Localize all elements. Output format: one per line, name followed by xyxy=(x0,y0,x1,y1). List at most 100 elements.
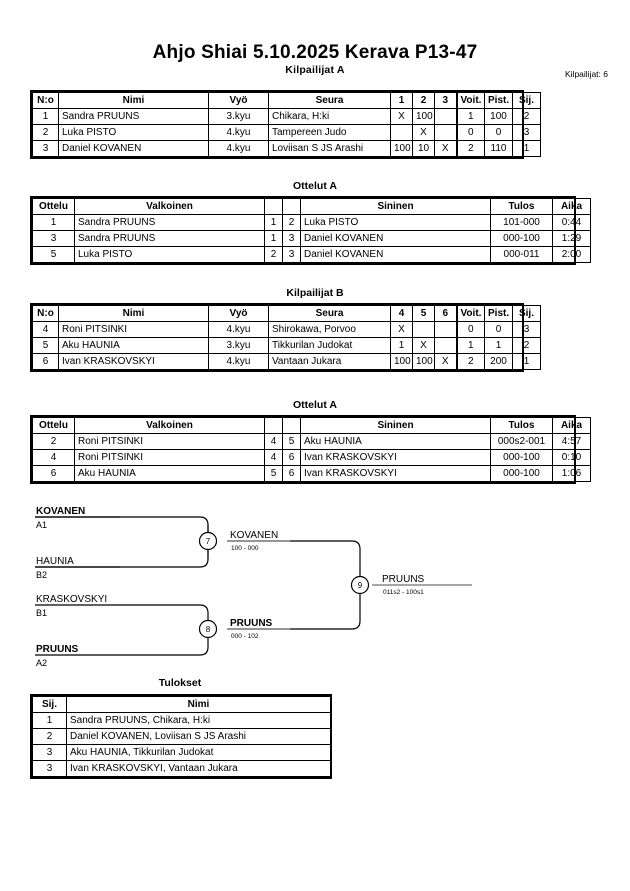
col-wins: Voit. xyxy=(455,305,485,322)
cell-no: 6 xyxy=(32,353,59,370)
cell-belt: 3.kyu xyxy=(208,337,269,354)
cell-match-2: X xyxy=(412,124,435,141)
results-caption: Tulokset xyxy=(158,677,202,689)
cell-no: 1 xyxy=(32,108,59,125)
cell-blue: Aku HAUNIA xyxy=(300,433,491,450)
cell-blue-no: 3 xyxy=(282,230,301,247)
cell-belt: 3.kyu xyxy=(208,108,269,125)
cell-white: Roni PITSINKI xyxy=(74,433,265,450)
cell-match-4: 100 xyxy=(390,353,413,370)
cell-result: 000-100 xyxy=(490,230,553,247)
bracket-node-7-number: 7 xyxy=(206,537,211,546)
col-match-3: 3 xyxy=(434,92,457,109)
cell-result-rank: 3 xyxy=(32,744,67,761)
col-club: Seura xyxy=(268,92,391,109)
cell-match-6: X xyxy=(434,353,457,370)
col-name: Nimi xyxy=(58,92,209,109)
cell-result: 101-000 xyxy=(490,214,553,231)
cell-wins: 0 xyxy=(455,321,485,338)
cell-rank: 1 xyxy=(512,140,541,157)
cell-wins: 2 xyxy=(455,353,485,370)
cell-name: Ivan KRASKOVSKYI xyxy=(58,353,209,370)
col-name: Nimi xyxy=(58,305,209,322)
bracket-entry-3-seed: B1 xyxy=(36,608,47,618)
col-blue: Sininen xyxy=(300,417,491,434)
cell-blue-no: 3 xyxy=(282,246,301,263)
bracket-entry-1-name: KOVANEN xyxy=(36,506,85,517)
cell-points: 110 xyxy=(484,140,513,157)
col-match-5: 5 xyxy=(412,305,435,322)
col-wins: Voit. xyxy=(455,92,485,109)
table-row: 2 Luka PISTO 4.kyu Tampereen Judo X 0 0 … xyxy=(32,124,541,141)
cell-match-no: 2 xyxy=(32,433,75,450)
cell-white-no: 4 xyxy=(264,433,283,450)
cell-match-1: 100 xyxy=(390,140,413,157)
cell-blue-no: 6 xyxy=(282,465,301,482)
col-match-4: 4 xyxy=(390,305,413,322)
cell-belt: 4.kyu xyxy=(208,353,269,370)
col-points: Pist. xyxy=(484,92,513,109)
cell-match-1: X xyxy=(390,108,413,125)
cell-blue: Ivan KRASKOVSKYI xyxy=(300,449,491,466)
elimination-bracket: 7 8 9 KOVANEN A1 HAUNIA B2 KRASKOVSKYI B… xyxy=(0,495,630,670)
col-white-no xyxy=(264,417,283,434)
cell-result: 000-100 xyxy=(490,449,553,466)
cell-points: 1 xyxy=(484,337,513,354)
cell-club: Tampereen Judo xyxy=(268,124,391,141)
bracket-entry-2-seed: B2 xyxy=(36,570,47,580)
cell-points: 200 xyxy=(484,353,513,370)
col-match-2: 2 xyxy=(412,92,435,109)
cell-no: 2 xyxy=(32,124,59,141)
col-club: Seura xyxy=(268,305,391,322)
col-rank: Sij. xyxy=(512,305,541,322)
cell-no: 3 xyxy=(32,140,59,157)
table-row: 6 Aku HAUNIA 5 6 Ivan KRASKOVSKYI 000-10… xyxy=(32,465,591,482)
col-result-name: Nimi xyxy=(66,696,331,713)
matches-a-caption: Ottelut A xyxy=(293,180,337,192)
cell-match-4: X xyxy=(390,321,413,338)
results-table: Sij. Nimi 1 Sandra PRUUNS, Chikara, H:ki… xyxy=(32,696,331,777)
bracket-node-9-number: 9 xyxy=(358,581,363,590)
pool-a-caption: Kilpailijat A xyxy=(285,64,345,76)
cell-time: 4:57 xyxy=(552,433,591,450)
bracket-entry-1-seed: A1 xyxy=(36,520,47,530)
bracket-entry-4-name: PRUUNS xyxy=(36,644,79,655)
table-row: 1 Sandra PRUUNS 1 2 Luka PISTO 101-000 0… xyxy=(32,214,591,231)
results-table-container: Sij. Nimi 1 Sandra PRUUNS, Chikara, H:ki… xyxy=(30,694,332,779)
cell-blue-no: 6 xyxy=(282,449,301,466)
cell-wins: 1 xyxy=(455,108,485,125)
document-title: Ahjo Shiai 5.10.2025 Kerava P13-47 Kilpa… xyxy=(0,42,630,76)
cell-match-3 xyxy=(434,124,457,141)
cell-result: 000-011 xyxy=(490,246,553,263)
cell-belt: 4.kyu xyxy=(208,321,269,338)
cell-white-no: 1 xyxy=(264,214,283,231)
cell-match-6 xyxy=(434,321,457,338)
matches-b-header-row: Ottelu Valkoinen Sininen Tulos Aika xyxy=(32,417,591,434)
cell-match-no: 5 xyxy=(32,246,75,263)
bracket-node-7-winner: KOVANEN xyxy=(230,530,278,541)
pool-a-table: N:o Nimi Vyö Seura 1 2 3 Voit. Pist. Sij… xyxy=(32,92,541,157)
cell-result-name: Aku HAUNIA, Tikkurilan Judokat xyxy=(66,744,331,761)
bracket-node-7-circle xyxy=(198,531,218,551)
col-time: Aika xyxy=(552,417,591,434)
col-rank: Sij. xyxy=(512,92,541,109)
cell-blue: Daniel KOVANEN xyxy=(300,246,491,263)
col-match-no: Ottelu xyxy=(32,417,75,434)
entrants-count: Kilpailijat: 6 xyxy=(565,69,608,79)
cell-time: 2:00 xyxy=(552,246,591,263)
cell-name: Luka PISTO xyxy=(58,124,209,141)
cell-name: Roni PITSINKI xyxy=(58,321,209,338)
bracket-svg: 7 8 9 KOVANEN A1 HAUNIA B2 KRASKOVSKYI B… xyxy=(35,506,472,668)
cell-rank: 2 xyxy=(512,337,541,354)
cell-match-4: 1 xyxy=(390,337,413,354)
cell-blue-no: 2 xyxy=(282,214,301,231)
table-row: 1 Sandra PRUUNS, Chikara, H:ki xyxy=(32,712,331,729)
cell-rank: 3 xyxy=(512,124,541,141)
cell-name: Sandra PRUUNS xyxy=(58,108,209,125)
cell-wins: 1 xyxy=(455,337,485,354)
cell-match-6 xyxy=(434,337,457,354)
cell-blue-no: 5 xyxy=(282,433,301,450)
table-row: 5 Luka PISTO 2 3 Daniel KOVANEN 000-011 … xyxy=(32,246,591,263)
cell-name: Aku HAUNIA xyxy=(58,337,209,354)
bracket-node-8-winner: PRUUNS xyxy=(230,618,273,629)
